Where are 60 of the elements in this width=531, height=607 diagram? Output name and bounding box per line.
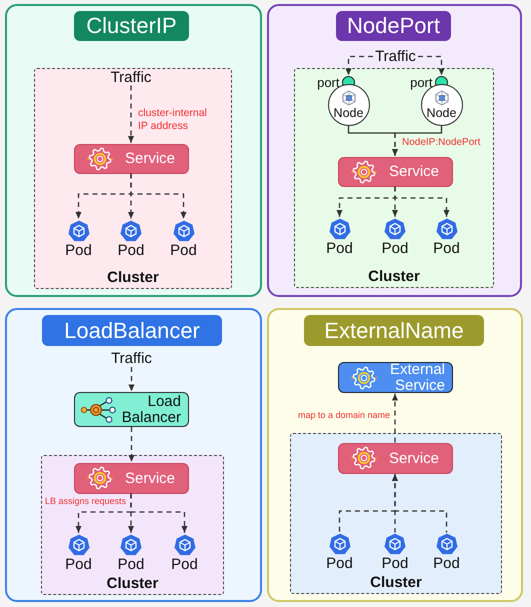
traffic-label: Traffic — [375, 48, 416, 65]
title-banner: ExternalName — [304, 315, 484, 346]
arrow — [392, 394, 398, 442]
arrow — [128, 367, 135, 392]
pod-label: Pod — [326, 240, 353, 258]
pod-label: Pod — [118, 556, 144, 574]
pod-label: Pod — [171, 556, 198, 574]
arrow — [128, 427, 135, 462]
pod-label: Pod — [118, 242, 144, 260]
arrow — [418, 56, 445, 76]
service-box — [74, 462, 188, 494]
card-panel — [267, 308, 523, 602]
title-banner: LoadBalancer — [42, 315, 222, 346]
load-balancer-box — [74, 392, 189, 427]
box-label: Service — [124, 150, 176, 167]
cluster-area — [294, 68, 494, 288]
port-label: port — [317, 74, 340, 90]
node-label: Node — [334, 106, 364, 120]
cluster-label: Cluster — [370, 574, 422, 591]
service-box — [74, 144, 188, 174]
title-banner: ClusterIP — [74, 11, 189, 41]
box-label: External Service — [388, 362, 445, 394]
box-label: Service — [388, 450, 440, 466]
arrow — [130, 494, 188, 533]
cluster-label: Cluster — [107, 269, 159, 286]
cluster-area — [34, 68, 232, 289]
pod-label: Pod — [170, 242, 197, 260]
pod-label: Pod — [326, 554, 353, 572]
node-label: Node — [426, 106, 456, 120]
arrow — [128, 86, 134, 143]
pod-label: Pod — [382, 554, 408, 572]
box-label: Load Balancer — [120, 394, 181, 426]
box-label: Service — [388, 163, 440, 180]
edge-label: LB assigns requests — [45, 496, 126, 507]
traffic-label: Traffic — [111, 350, 152, 367]
card-panel — [5, 4, 262, 297]
service-box — [338, 156, 452, 186]
arrow — [130, 174, 187, 219]
arrow — [392, 474, 448, 532]
arrow — [392, 126, 442, 156]
pod-label: Pod — [433, 554, 460, 572]
cluster-label: Cluster — [368, 268, 420, 285]
pod-label: Pod — [65, 556, 92, 574]
pod-label: Pod — [65, 242, 92, 260]
cluster-area — [290, 433, 502, 594]
box-label: Service — [124, 470, 176, 486]
cluster-label: Cluster — [106, 575, 158, 592]
cluster-area — [41, 455, 224, 595]
traffic-label: Traffic — [110, 68, 152, 86]
card-panel — [267, 4, 522, 297]
arrow — [345, 56, 374, 76]
edge-label: map to a domain name — [298, 410, 390, 421]
card-panel — [5, 308, 262, 602]
service-box — [338, 442, 452, 474]
port-label: port — [410, 74, 432, 90]
service-box — [338, 362, 453, 393]
pod-label: Pod — [433, 240, 460, 258]
title-banner: NodePort — [336, 11, 451, 41]
arrow — [394, 186, 450, 217]
pod-label: Pod — [382, 240, 408, 258]
